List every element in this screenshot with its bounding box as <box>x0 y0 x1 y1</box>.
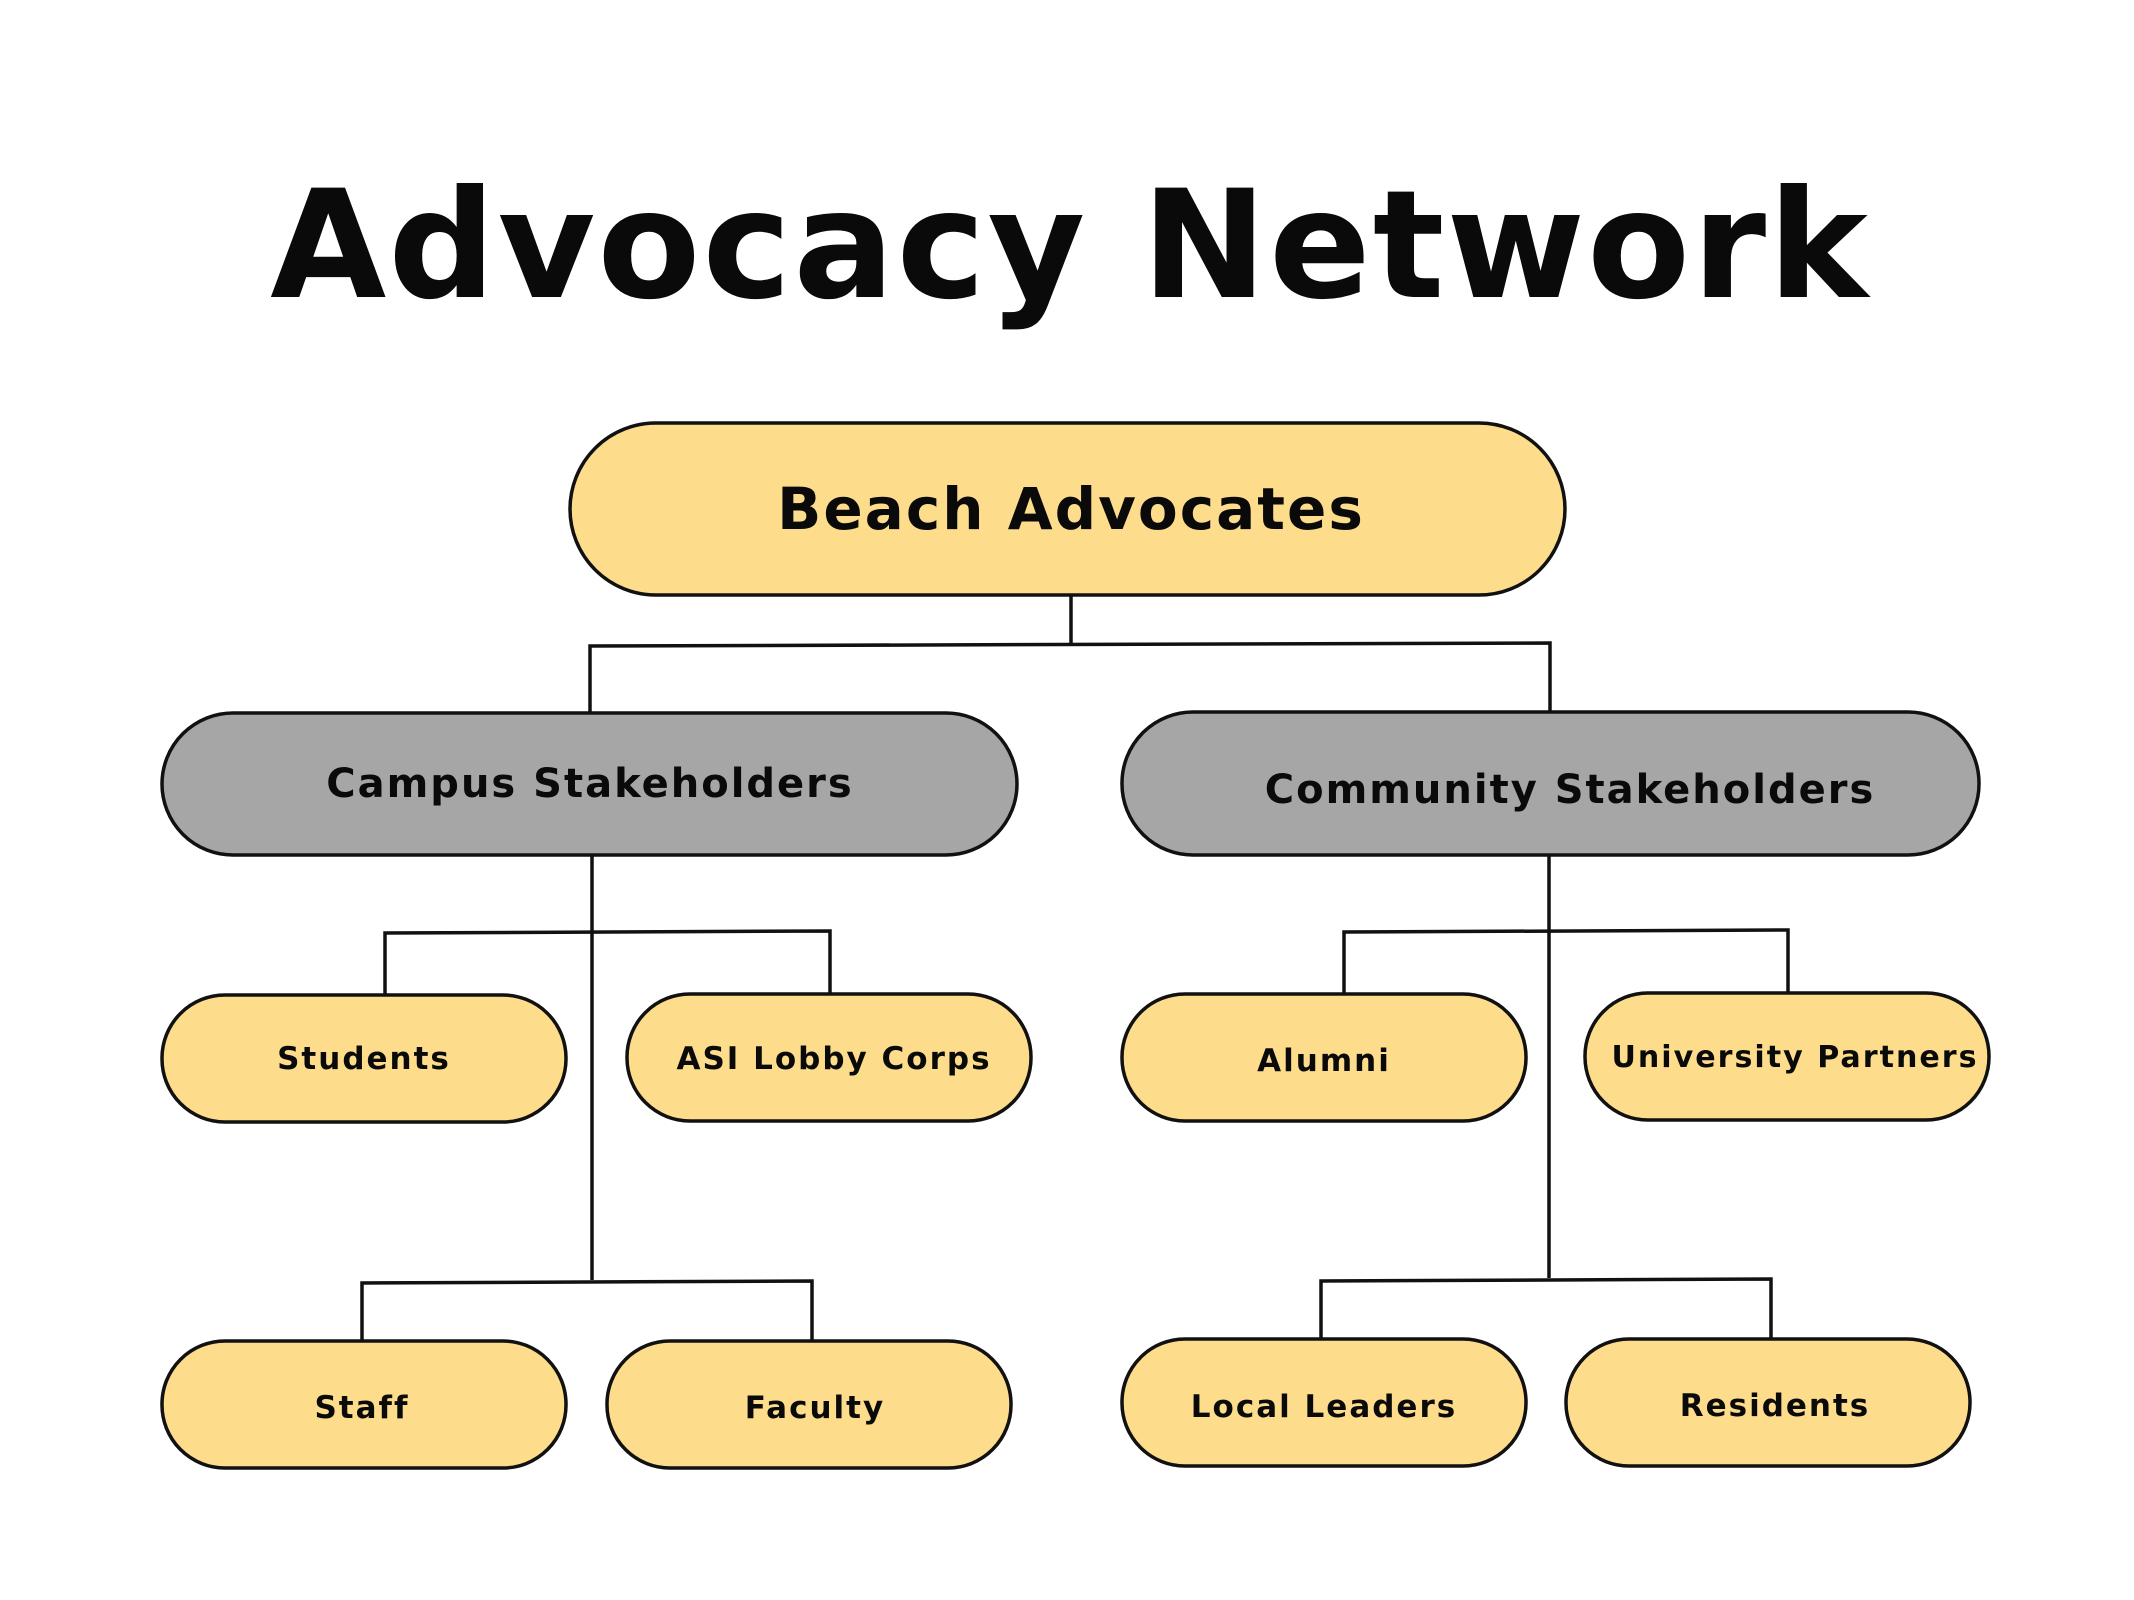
leaf-node-university-partners: University Partners <box>1583 991 1991 1122</box>
connector-campus-row1 <box>383 929 832 995</box>
leaf-node-residents: Residents <box>1564 1337 1972 1468</box>
connector-campus-row2 <box>360 1279 814 1341</box>
leaf-label-local-leaders: Local Leaders <box>1191 1389 1457 1425</box>
leaf-node-asi-lobby-corps: ASI Lobby Corps <box>625 992 1033 1123</box>
leaf-label-staff: Staff <box>314 1390 409 1426</box>
leaf-node-faculty: Faculty <box>605 1339 1013 1470</box>
leaf-label-university-partners: University Partners <box>1611 1040 1978 1075</box>
root-node-label: Beach Advocates <box>777 475 1365 543</box>
leaf-label-alumni: Alumni <box>1257 1043 1391 1079</box>
leaf-label-faculty: Faculty <box>745 1390 885 1426</box>
group-node-community-stakeholders: Community Stakeholders <box>1120 710 1981 857</box>
group-label-campus-stakeholders: Campus Stakeholders <box>326 761 853 807</box>
leaf-label-students: Students <box>277 1041 451 1077</box>
group-label-community-stakeholders: Community Stakeholders <box>1265 767 1876 813</box>
group-node-campus-stakeholders: Campus Stakeholders <box>160 711 1019 857</box>
diagram-title: Advocacy Network <box>270 159 1871 333</box>
leaf-node-students: Students <box>160 993 568 1124</box>
connector-community-row1 <box>1342 928 1790 994</box>
connector-root-to-groups <box>588 641 1552 713</box>
connectors <box>360 595 1790 1341</box>
leaf-label-residents: Residents <box>1680 1388 1871 1424</box>
leaf-node-local-leaders: Local Leaders <box>1120 1337 1528 1468</box>
leaf-node-staff: Staff <box>160 1339 568 1470</box>
leaf-label-asi-lobby-corps: ASI Lobby Corps <box>676 1041 991 1077</box>
root-node: Beach Advocates <box>568 421 1567 597</box>
leaf-node-alumni: Alumni <box>1120 992 1528 1123</box>
connector-community-row2 <box>1319 1277 1773 1339</box>
